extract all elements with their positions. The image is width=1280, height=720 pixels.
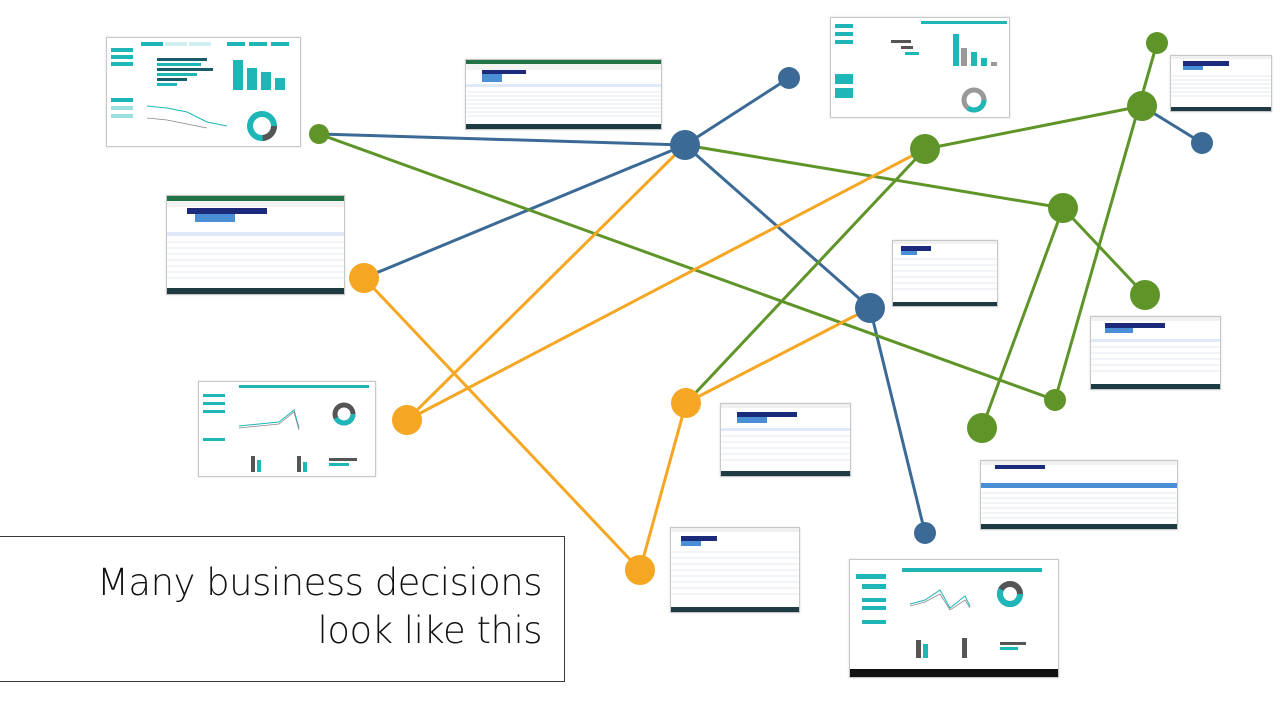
edge-b1-b2 xyxy=(683,76,791,147)
node-green-g2 xyxy=(910,134,940,164)
dashboard-thumbnail-3 xyxy=(198,381,376,477)
spreadsheet-thumbnail-7 xyxy=(980,460,1178,530)
dashboard-thumbnail-1 xyxy=(106,37,301,147)
node-green-g5 xyxy=(1048,193,1078,223)
dashboard-thumbnail-2 xyxy=(830,17,1010,118)
edge-g5-g6 xyxy=(1061,206,1147,297)
node-blue-b2 xyxy=(778,67,800,89)
spreadsheet-thumbnail-3 xyxy=(166,195,345,295)
node-blue-b3 xyxy=(1191,132,1213,154)
caption-line-2: look like this xyxy=(317,609,543,652)
spreadsheet-thumbnail-6 xyxy=(720,403,851,477)
edge-g1-g7 xyxy=(317,132,1057,402)
node-orange-o3 xyxy=(671,388,701,418)
node-green-g6 xyxy=(1130,280,1160,310)
node-orange-o2 xyxy=(392,405,422,435)
node-blue-b5 xyxy=(914,522,936,544)
network-nodes xyxy=(309,32,1213,585)
node-green-g4 xyxy=(1127,91,1157,121)
spreadsheet-thumbnail-4 xyxy=(892,240,998,307)
edge-g1-b1 xyxy=(317,132,687,147)
node-blue-b4 xyxy=(855,293,885,323)
caption: Many business decisions look like this xyxy=(96,559,543,655)
node-green-g3 xyxy=(1146,32,1168,54)
edge-b1-o1 xyxy=(362,143,687,280)
spreadsheet-thumbnail-2 xyxy=(1170,55,1272,112)
node-orange-o1 xyxy=(349,263,379,293)
edge-o1-o4 xyxy=(362,276,642,572)
spreadsheet-thumbnail-5 xyxy=(1090,316,1221,390)
node-green-g8 xyxy=(967,413,997,443)
edge-o3-b4 xyxy=(684,306,872,405)
node-orange-o4 xyxy=(625,555,655,585)
edge-b4-b5 xyxy=(868,306,927,535)
spreadsheet-thumbnail-8 xyxy=(670,527,800,613)
node-green-g7 xyxy=(1044,389,1066,411)
edge-o3-o4 xyxy=(638,401,688,572)
caption-box: Many business decisions look like this xyxy=(0,536,565,682)
edge-b1-o2 xyxy=(405,143,687,422)
edge-g2-g4 xyxy=(923,104,1144,151)
edge-g2-o3 xyxy=(684,147,927,405)
caption-line-1: Many business decisions xyxy=(96,561,543,604)
edge-g5-g8 xyxy=(980,206,1065,430)
node-green-g1 xyxy=(309,124,329,144)
spreadsheet-thumbnail-1 xyxy=(465,59,662,130)
dashboard-thumbnail-4 xyxy=(849,559,1059,678)
node-blue-b1 xyxy=(670,130,700,160)
edge-o2-g2 xyxy=(405,147,927,422)
